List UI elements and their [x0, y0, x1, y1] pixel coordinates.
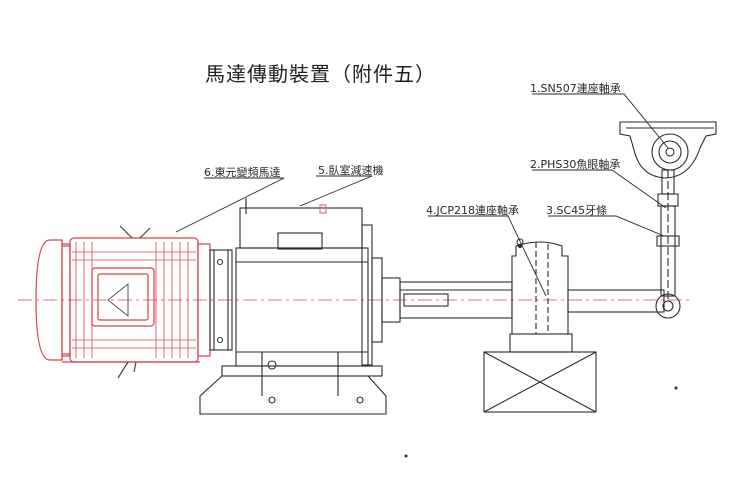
reducer: [199, 207, 401, 415]
dimension-dot: [404, 454, 408, 458]
terminal-triangle: [107, 282, 129, 318]
concrete-base: [483, 351, 597, 413]
label-fisheye: 2.PHS30魚眼軸承: [530, 158, 621, 171]
threaded-rod: [655, 169, 681, 319]
reducer-pink-mark: [319, 204, 327, 214]
label-motor: 6.東元變頻馬達: [204, 166, 281, 179]
drawing-title: 馬達傳動裝置（附件五）: [205, 62, 436, 86]
pillow-block: [509, 238, 573, 353]
label-bearing-top: 1.SN507連座軸承: [530, 82, 621, 95]
label-rod: 3.SC45牙條: [546, 204, 608, 217]
motor-foot-lug: [117, 361, 137, 379]
dimension-dot: [674, 386, 678, 390]
shaft-extension: [567, 289, 665, 313]
label-pillow-block: 4.JCP218連座軸承: [426, 204, 520, 217]
dimension-dot: [518, 244, 522, 248]
motor-lug: [119, 225, 151, 239]
leader-lines: [175, 93, 669, 297]
output-shaft: [399, 281, 513, 319]
label-reducer: 5.臥室減速機: [318, 164, 384, 177]
